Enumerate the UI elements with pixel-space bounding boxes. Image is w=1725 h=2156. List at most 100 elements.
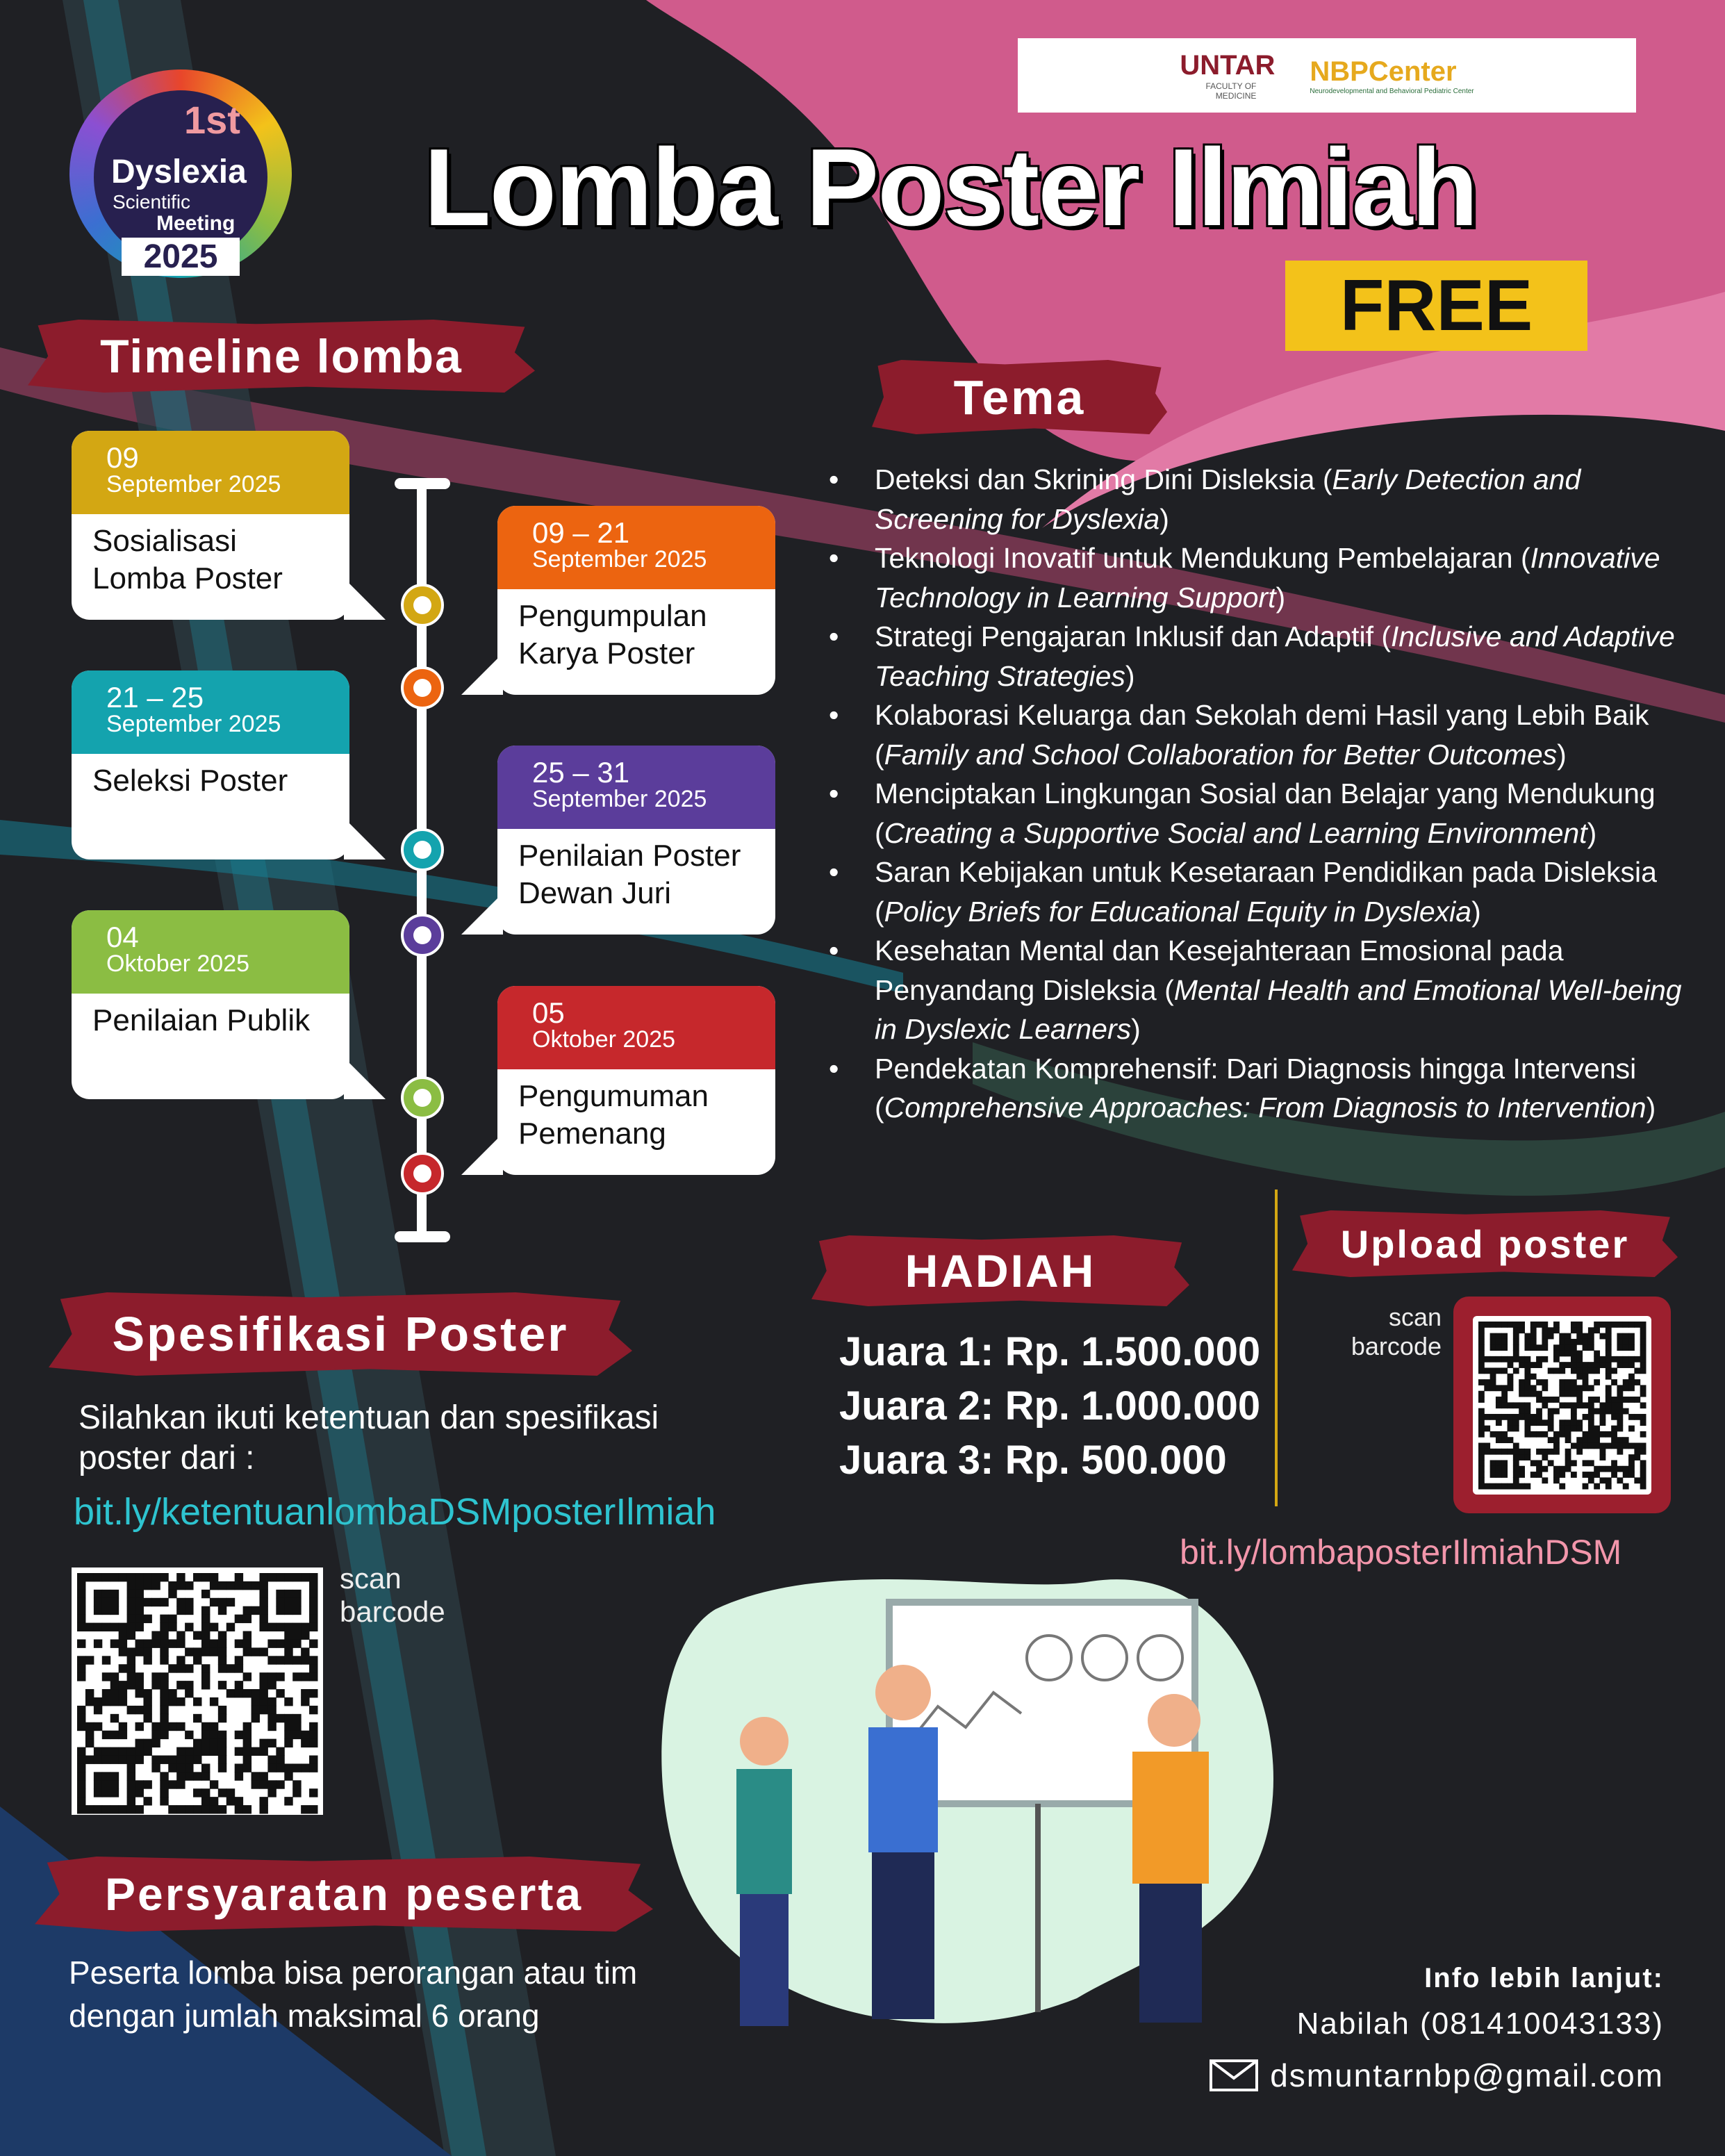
date-month: September 2025	[106, 471, 281, 497]
spesifikasi-link[interactable]: bit.ly/ketentuanlombaDSMposterIlmiah	[74, 1491, 716, 1533]
timeline-card-label: Penilaian Poster Dewan Juri	[518, 839, 741, 910]
upload-qr-code[interactable]	[1473, 1316, 1651, 1495]
tema-item-id: Strategi Pengajaran Inklusif dan Adaptif	[875, 620, 1373, 652]
upload-scan-label: scan barcode	[1351, 1303, 1442, 1360]
tema-item-id: Deteksi dan Skrining Dini Disleksia	[875, 463, 1315, 495]
timeline-cap-top	[395, 478, 450, 489]
persyaratan-heading: Persyaratan peserta	[35, 1857, 653, 1932]
event-logo: 1st Dyslexia Scientific Meeting 2025	[63, 56, 302, 285]
prize-3: Juara 3: Rp. 500.000	[839, 1438, 1227, 1483]
tema-item-en: Family and School Collaboration for Bett…	[884, 738, 1558, 771]
spesifikasi-qr-code[interactable]	[72, 1567, 323, 1815]
timeline-card-label: Sosialisasi Lomba Poster	[92, 524, 283, 595]
spesifikasi-heading: Spesifikasi Poster	[49, 1292, 632, 1376]
nbp-logo: NBPCenter	[1310, 56, 1457, 87]
untar-subtitle: FACULTY OF MEDICINE	[1205, 81, 1257, 101]
timeline-card-label: Pengumpulan Karya Poster	[518, 599, 707, 670]
upload-link[interactable]: bit.ly/lombaposterIlmiahDSM	[1180, 1533, 1622, 1572]
date-day: 09 – 21	[532, 516, 630, 549]
hadiah-heading: HADIAH	[811, 1235, 1189, 1306]
prize-2: Juara 2: Rp. 1.000.000	[839, 1383, 1261, 1429]
tema-item-en: Early Detection and Screening for Dyslex…	[875, 463, 1581, 535]
tema-item-id: Kesehatan Mental dan Kesejahteraan Emosi…	[875, 935, 1564, 1006]
timeline-card-label: Pengumuman Pemenang	[518, 1079, 709, 1151]
divider	[1275, 1190, 1278, 1506]
tema-heading: Tema	[872, 360, 1167, 434]
timeline-card-label: Penilaian Publik	[92, 1003, 311, 1037]
date-day: 05	[532, 996, 565, 1029]
date-month: September 2025	[532, 786, 707, 812]
tema-item-id: Teknologi Inovatif untuk Mendukung Pembe…	[875, 542, 1513, 574]
tema-item-id: Menciptakan Lingkungan Sosial dan Belaja…	[875, 777, 1656, 809]
presentation-illustration	[661, 1579, 1273, 2026]
envelope-icon	[1210, 2059, 1259, 2091]
prize-1: Juara 1: Rp. 1.500.000	[839, 1329, 1261, 1374]
timeline-dot	[401, 914, 444, 957]
timeline-dot	[401, 828, 444, 871]
timeline-cap-bottom	[395, 1231, 450, 1242]
timeline-dot	[401, 666, 444, 709]
date-month: September 2025	[532, 546, 707, 573]
info-email[interactable]: dsmuntarnbp@gmail.com	[1270, 2057, 1664, 2093]
tema-item: Teknologi Inovatif untuk Mendukung Pembe…	[829, 538, 1690, 617]
date-month: September 2025	[106, 711, 281, 737]
date-day: 21 – 25	[106, 681, 204, 714]
tema-item-id: Saran Kebijakan untuk Kesetaraan Pendidi…	[875, 856, 1657, 888]
tema-item: Saran Kebijakan untuk Kesetaraan Pendidi…	[829, 853, 1690, 931]
timeline-heading: Timeline lomba	[28, 320, 535, 393]
upload-heading: Upload poster	[1292, 1210, 1678, 1277]
persyaratan-text: Peserta lomba bisa perorangan atau tim d…	[69, 1955, 638, 2034]
tema-item-en: Mental Health and Emotional Well-being i…	[875, 973, 1682, 1046]
logo-scientific: Scientific	[113, 191, 191, 213]
untar-logo: UNTAR	[1180, 50, 1276, 81]
logo-meeting: Meeting	[156, 212, 236, 235]
info-contact: Nabilah (081410043133)	[1296, 2007, 1664, 2041]
tema-item: Menciptakan Lingkungan Sosial dan Belaja…	[829, 774, 1690, 853]
tema-item-en: Comprehensive Approaches: From Diagnosis…	[884, 1092, 1646, 1124]
date-day: 04	[106, 921, 139, 953]
free-badge: FREE	[1285, 261, 1587, 351]
tema-item-en: Inclusive and Adaptive Teaching Strategi…	[875, 620, 1675, 692]
timeline-dot	[401, 1076, 444, 1119]
spesifikasi-scan-label: scan barcode	[340, 1562, 445, 1628]
page-title: Lomba Poster Ilmiah	[424, 126, 1478, 249]
tema-item: Pendekatan Komprehensif: Dari Diagnosis …	[829, 1049, 1690, 1128]
date-day: 09	[106, 441, 139, 474]
tema-item: Kesehatan Mental dan Kesejahteraan Emosi…	[829, 931, 1690, 1049]
nbp-subtitle: Neurodevelopmental and Behavioral Pediat…	[1310, 87, 1474, 95]
date-day: 25 – 31	[532, 756, 630, 789]
info-heading: Info lebih lanjut:	[1424, 1963, 1664, 1993]
tema-item-en: Creating a Supportive Social and Learnin…	[884, 816, 1587, 849]
info-email-row: dsmuntarnbp@gmail.com	[1209, 2057, 1664, 2094]
tema-item: Deteksi dan Skrining Dini Disleksia (Ear…	[829, 460, 1690, 538]
logo-ordinal: 1st	[184, 98, 240, 142]
timeline-card-label: Seleksi Poster	[92, 764, 288, 798]
tema-item: Strategi Pengajaran Inklusif dan Adaptif…	[829, 617, 1690, 696]
logo-dyslexia: Dyslexia	[111, 154, 247, 190]
logo-year: 2025	[122, 238, 240, 276]
tema-item-en: Innovative Technology in Learning Suppor…	[875, 542, 1660, 614]
date-month: Oktober 2025	[532, 1026, 676, 1053]
tema-item-id: Pendekatan Komprehensif: Dari Diagnosis …	[875, 1052, 1637, 1085]
tema-list: Deteksi dan Skrining Dini Disleksia (Ear…	[829, 460, 1690, 1128]
tema-item-en: Policy Briefs for Educational Equity in …	[884, 895, 1472, 928]
tema-item: Kolaborasi Keluarga dan Sekolah demi Has…	[829, 696, 1690, 774]
date-month: Oktober 2025	[106, 951, 250, 977]
tema-item-id: Kolaborasi Keluarga dan Sekolah demi Has…	[875, 699, 1649, 731]
timeline-dot	[401, 584, 444, 627]
timeline-dot	[401, 1152, 444, 1195]
upload-qr-frame	[1453, 1297, 1671, 1513]
spesifikasi-text: Silahkan ikuti ketentuan dan spesifikasi…	[79, 1399, 659, 1476]
